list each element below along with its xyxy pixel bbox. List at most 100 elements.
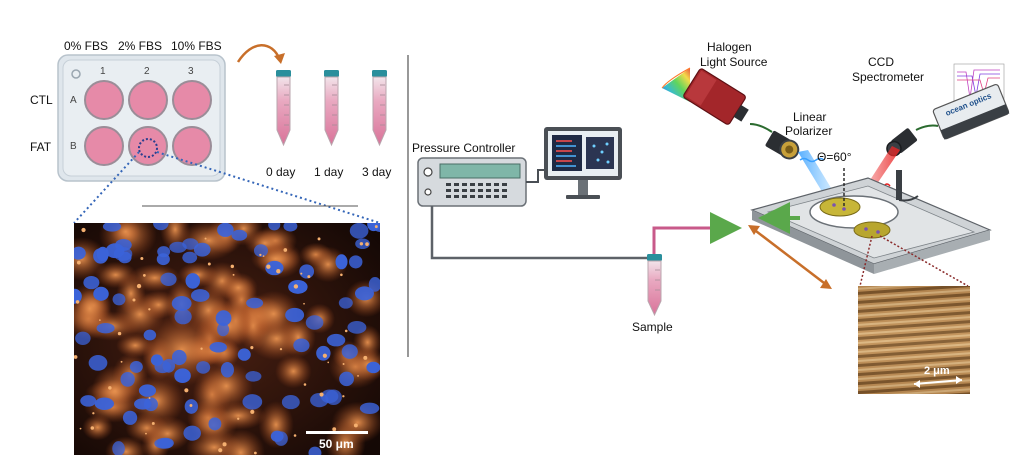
lipid-droplet xyxy=(75,300,80,304)
nucleus xyxy=(209,341,227,353)
nucleus xyxy=(174,309,192,325)
lipid-droplet xyxy=(365,242,369,246)
microfluidic-chip xyxy=(750,170,992,274)
lipid-droplet xyxy=(76,260,81,265)
lipid-droplet xyxy=(327,361,330,364)
lipid-droplet xyxy=(300,272,303,275)
grating-sensor-1 xyxy=(819,197,861,217)
nucleus xyxy=(94,397,115,410)
nucleus xyxy=(310,393,329,408)
grating-zoom-line-2 xyxy=(879,235,969,287)
lipid-droplet xyxy=(90,426,95,430)
lipid-droplet xyxy=(222,442,227,447)
nucleus xyxy=(283,223,298,232)
lipid-droplet xyxy=(266,264,271,269)
nucleus xyxy=(246,297,264,309)
pressure-controller xyxy=(417,157,527,207)
computer-monitor xyxy=(544,127,622,199)
nucleus xyxy=(293,338,310,353)
nucleus xyxy=(366,361,380,374)
well-a3 xyxy=(172,80,212,120)
nucleus xyxy=(80,395,97,407)
grating-zoom-line-1 xyxy=(859,235,873,287)
nucleus xyxy=(182,251,198,264)
tube-3day xyxy=(372,70,387,147)
nucleus xyxy=(231,229,248,241)
lipid-droplet xyxy=(151,421,155,425)
halogen-label-1: Halogen xyxy=(707,40,752,54)
well-plate xyxy=(57,54,226,182)
nucleus xyxy=(185,273,201,289)
lipid-droplet xyxy=(136,283,142,289)
lipid-droplet xyxy=(342,395,345,398)
row-letter-b: B xyxy=(70,141,77,152)
nucleus xyxy=(347,321,367,334)
lipid-droplet xyxy=(342,362,345,365)
nucleus xyxy=(183,425,201,441)
cytoplasm xyxy=(199,361,253,411)
nucleus xyxy=(299,264,315,279)
nucleus xyxy=(112,293,126,306)
well-a2 xyxy=(128,80,168,120)
cytoplasm xyxy=(308,246,348,283)
lipid-droplet xyxy=(148,308,151,311)
lipid-droplet xyxy=(99,319,101,321)
column-label-2: 10% FBS xyxy=(171,39,222,53)
nucleus xyxy=(93,286,109,301)
lipid-droplet xyxy=(108,386,112,390)
zoom-line-right xyxy=(156,151,381,224)
translation-arrow xyxy=(748,225,832,289)
nucleus xyxy=(326,333,346,347)
spectrometer-fiber xyxy=(915,124,939,131)
sample-label: Sample xyxy=(632,320,673,334)
ccd-spectrometer xyxy=(932,63,1010,140)
nucleus xyxy=(215,310,232,326)
nucleus xyxy=(169,241,187,253)
timepoint-0day: 0 day xyxy=(266,165,296,179)
lipid-droplet xyxy=(359,242,364,246)
source-fiber xyxy=(749,123,773,133)
linear-polarizer xyxy=(765,130,800,160)
nucleus xyxy=(220,362,234,378)
halogen-light-source xyxy=(661,67,749,125)
nucleus xyxy=(174,368,191,383)
fluorescence-micrograph xyxy=(74,223,380,455)
grating-sem-image xyxy=(858,286,970,394)
well-grid xyxy=(84,80,212,166)
nucleus xyxy=(74,288,82,304)
nucleus xyxy=(102,223,122,232)
lipid-droplet xyxy=(117,331,122,336)
well-a1 xyxy=(84,80,124,120)
lipid-droplet xyxy=(307,275,311,279)
lipid-droplet xyxy=(74,355,78,359)
lipid-droplet xyxy=(132,298,136,302)
lipid-droplet xyxy=(340,273,343,277)
lipid-droplet xyxy=(184,388,189,393)
nucleus xyxy=(193,242,211,257)
nucleus xyxy=(285,307,305,323)
nucleus xyxy=(96,323,115,334)
nucleus xyxy=(305,315,324,330)
lipid-droplet xyxy=(293,284,299,289)
nucleus xyxy=(112,441,125,455)
nucleus xyxy=(281,395,300,410)
ccd-label-2: Spectrometer xyxy=(852,70,925,84)
lipid-droplet xyxy=(319,392,324,397)
well-b3 xyxy=(172,126,212,166)
lipid-droplet xyxy=(200,347,203,350)
lipid-droplet xyxy=(363,355,368,360)
well-number-3: 3 xyxy=(188,66,194,77)
lipid-droplet xyxy=(250,409,255,414)
nucleus xyxy=(88,355,108,371)
lipid-droplet xyxy=(189,404,193,407)
lipid-droplet xyxy=(79,427,82,430)
lipid-droplet xyxy=(293,434,297,437)
polarizer-label-2: Polarizer xyxy=(785,124,833,138)
nucleus xyxy=(196,361,211,374)
lipid-droplet xyxy=(283,248,288,252)
column-label-1: 2% FBS xyxy=(118,39,163,53)
lipid-droplet xyxy=(230,264,235,269)
cytoplasm xyxy=(139,290,178,320)
nucleus xyxy=(308,446,322,455)
